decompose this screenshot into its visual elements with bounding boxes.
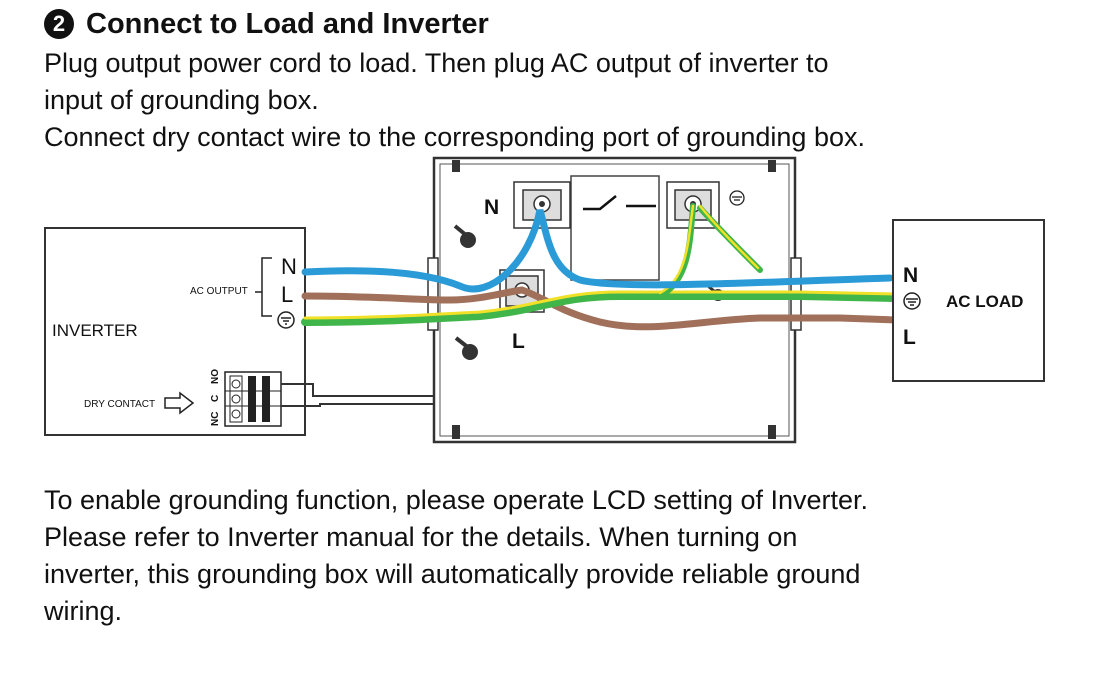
ac-load-box xyxy=(892,219,1045,382)
relay-housing xyxy=(570,175,660,281)
intro-line-1: Plug output power cord to load. Then plu… xyxy=(44,48,829,78)
box-terminal-l-label: L xyxy=(512,330,525,353)
intro-line-2: input of grounding box. xyxy=(44,85,319,115)
load-ground-icon xyxy=(903,292,921,310)
relay-switch-contact xyxy=(583,195,617,211)
step-number-badge: 2 xyxy=(44,9,74,39)
section-title-text: Connect to Load and Inverter xyxy=(86,8,489,40)
screw-icon xyxy=(454,336,478,360)
ac-load-label: AC LOAD xyxy=(946,292,1023,311)
ground-wire-yellow xyxy=(303,290,898,320)
ground-wire-green xyxy=(301,292,900,326)
line-wire xyxy=(301,286,900,331)
footer-line-3: inverter, this grounding box will automa… xyxy=(44,559,861,589)
load-terminal-l: L xyxy=(903,326,916,349)
box-terminal-n-label: N xyxy=(484,196,499,219)
dry-contact-label: DRY CONTACT xyxy=(84,399,155,410)
dry-contact-cable-bottom xyxy=(281,403,440,407)
inverter-label: INVERTER xyxy=(52,321,138,340)
footer-line-4: wiring. xyxy=(44,596,123,626)
ac-output-bracket xyxy=(255,257,272,317)
dry-contact-arrow-icon xyxy=(164,391,195,415)
dry-contact-cable-top xyxy=(281,383,440,397)
footer-line-1: To enable grounding function, please ope… xyxy=(44,485,869,515)
inverter-ground-icon xyxy=(277,311,295,329)
dry-contact-terminal-block xyxy=(224,371,282,427)
screw-icon xyxy=(453,224,476,248)
relay-pin-no: NO xyxy=(210,369,221,384)
load-terminal-n: N xyxy=(903,264,918,287)
footer-line-2: Please refer to Inverter manual for the … xyxy=(44,522,798,552)
relay-pin-nc: NC xyxy=(210,412,221,426)
ac-output-label: AC OUTPUT xyxy=(190,286,248,297)
relay-pin-c: C xyxy=(210,395,221,402)
inverter-terminal-n: N xyxy=(281,254,297,279)
footer-text: To enable grounding function, please ope… xyxy=(44,482,1104,630)
section-title: 2 Connect to Load and Inverter xyxy=(44,4,489,44)
neutral-wire xyxy=(301,209,894,293)
box-ground-icon xyxy=(729,190,745,206)
intro-line-3: Connect dry contact wire to the correspo… xyxy=(44,122,865,152)
inverter-terminal-l: L xyxy=(281,282,293,307)
